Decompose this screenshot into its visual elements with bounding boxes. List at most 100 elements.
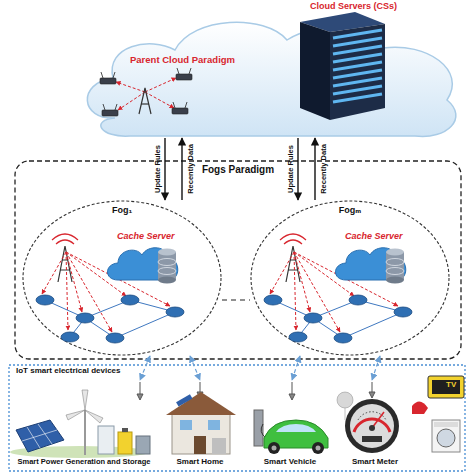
node-title: IoT smart electrical devices <box>16 367 216 376</box>
illustration-part <box>100 78 116 84</box>
illustration-part <box>84 410 86 455</box>
node-heading: Cloud Servers (CSs) <box>310 2 460 12</box>
illustration-part <box>180 420 192 430</box>
illustration-part <box>101 72 103 78</box>
illustration-part <box>362 436 382 442</box>
device-label: Smart Meter <box>335 458 415 467</box>
dotted-boundary <box>9 365 465 471</box>
illustration-part <box>345 399 399 453</box>
illustration-part <box>289 394 295 400</box>
illustration-part <box>176 74 192 80</box>
illustration-part <box>85 410 103 423</box>
fog-illustration <box>36 234 184 343</box>
illustration-part <box>208 420 220 430</box>
node-title: Fogₘ <box>330 206 370 216</box>
edge-label: Recently Data <box>319 144 328 194</box>
edge-label: Update Rules <box>286 145 295 193</box>
illustration-part <box>434 422 458 427</box>
illustration-part <box>176 394 192 406</box>
illustration-part <box>16 420 64 452</box>
illustration-part <box>82 390 88 410</box>
illustration-part <box>136 436 150 454</box>
illustration-part <box>66 410 85 420</box>
illustration-part <box>354 419 390 432</box>
node-outline <box>75 8 465 138</box>
illustration-part <box>102 110 118 116</box>
fog-outline <box>23 201 221 355</box>
illustration-part <box>333 78 382 86</box>
illustration-part <box>292 382 293 394</box>
illustration-part <box>200 382 201 392</box>
illustration-part <box>137 394 143 400</box>
illustration-part <box>350 404 394 448</box>
fog-illustration <box>264 234 412 343</box>
illustration-part <box>330 24 385 120</box>
device-label: Smart Vehicle <box>250 458 330 467</box>
home-illustration <box>166 392 236 454</box>
illustration-part <box>432 380 460 394</box>
illustration-part <box>66 390 103 423</box>
node-label: Cache Server <box>117 232 207 242</box>
meter-illustration <box>337 392 399 453</box>
illustration-part <box>369 392 375 398</box>
node-label: Cache Server <box>345 232 435 242</box>
power-illustration <box>10 390 150 458</box>
illustration-part <box>432 420 460 452</box>
cloud-server-rack <box>300 12 385 120</box>
illustration-part <box>172 108 188 114</box>
illustration-part <box>172 412 230 454</box>
appliance-illustration <box>412 376 464 452</box>
illustration-part <box>312 442 324 454</box>
cloud-paradigm: Cloud Servers (CSs)Parent Cloud Paradigm <box>75 8 465 138</box>
illustration-part <box>333 30 382 102</box>
illustration-part <box>333 30 382 38</box>
illustration-part <box>166 392 236 415</box>
device-label: Smart Power Generation and Storage <box>10 458 158 466</box>
vehicle-illustration <box>254 410 328 454</box>
illustration-part <box>194 436 206 454</box>
illustration-part <box>333 94 382 102</box>
illustration-part <box>276 424 316 432</box>
illustration-part <box>333 86 382 94</box>
illustration-part <box>337 392 353 408</box>
illustration-part <box>412 401 428 414</box>
illustration-part <box>141 103 149 104</box>
edge-label: Update Rules <box>153 145 162 193</box>
illustration-part <box>272 446 277 451</box>
illustration-part <box>268 442 280 454</box>
data-flow-arrow <box>181 138 182 200</box>
cloud-outline <box>87 22 456 136</box>
illustration-part <box>369 425 375 431</box>
device-label: Smart Home <box>160 458 240 467</box>
data-flow-arrow <box>164 138 165 200</box>
node-title: Fog₁ <box>102 206 142 216</box>
illustration-part <box>333 38 382 46</box>
illustration-part <box>316 446 321 451</box>
illustration-part <box>333 62 382 70</box>
illustration-part <box>300 22 330 120</box>
illustration-part <box>118 432 132 454</box>
illustration-part <box>98 426 114 454</box>
illustration-part <box>345 408 346 420</box>
illustration-part <box>337 392 353 420</box>
illustration-part <box>22 430 57 441</box>
illustration-part <box>122 428 128 432</box>
illustration-part <box>140 382 141 394</box>
illustration-part <box>333 70 382 78</box>
illustration-part <box>372 382 373 392</box>
illustration-part <box>212 438 226 454</box>
illustration-part <box>22 424 57 448</box>
illustration-part <box>437 429 455 447</box>
illustration-part <box>333 46 382 54</box>
wireless-link <box>222 299 250 300</box>
node-title: Parent Cloud Paradigm <box>130 55 265 65</box>
data-flow-arrow <box>297 138 298 200</box>
edge-label: Recently Data <box>186 144 195 194</box>
dashed-boundary <box>15 161 461 359</box>
data-flow-arrow <box>314 138 315 200</box>
node-title: Fogs Paradigm <box>14 164 462 175</box>
fog-outline <box>251 201 449 355</box>
illustration-part <box>333 54 382 62</box>
